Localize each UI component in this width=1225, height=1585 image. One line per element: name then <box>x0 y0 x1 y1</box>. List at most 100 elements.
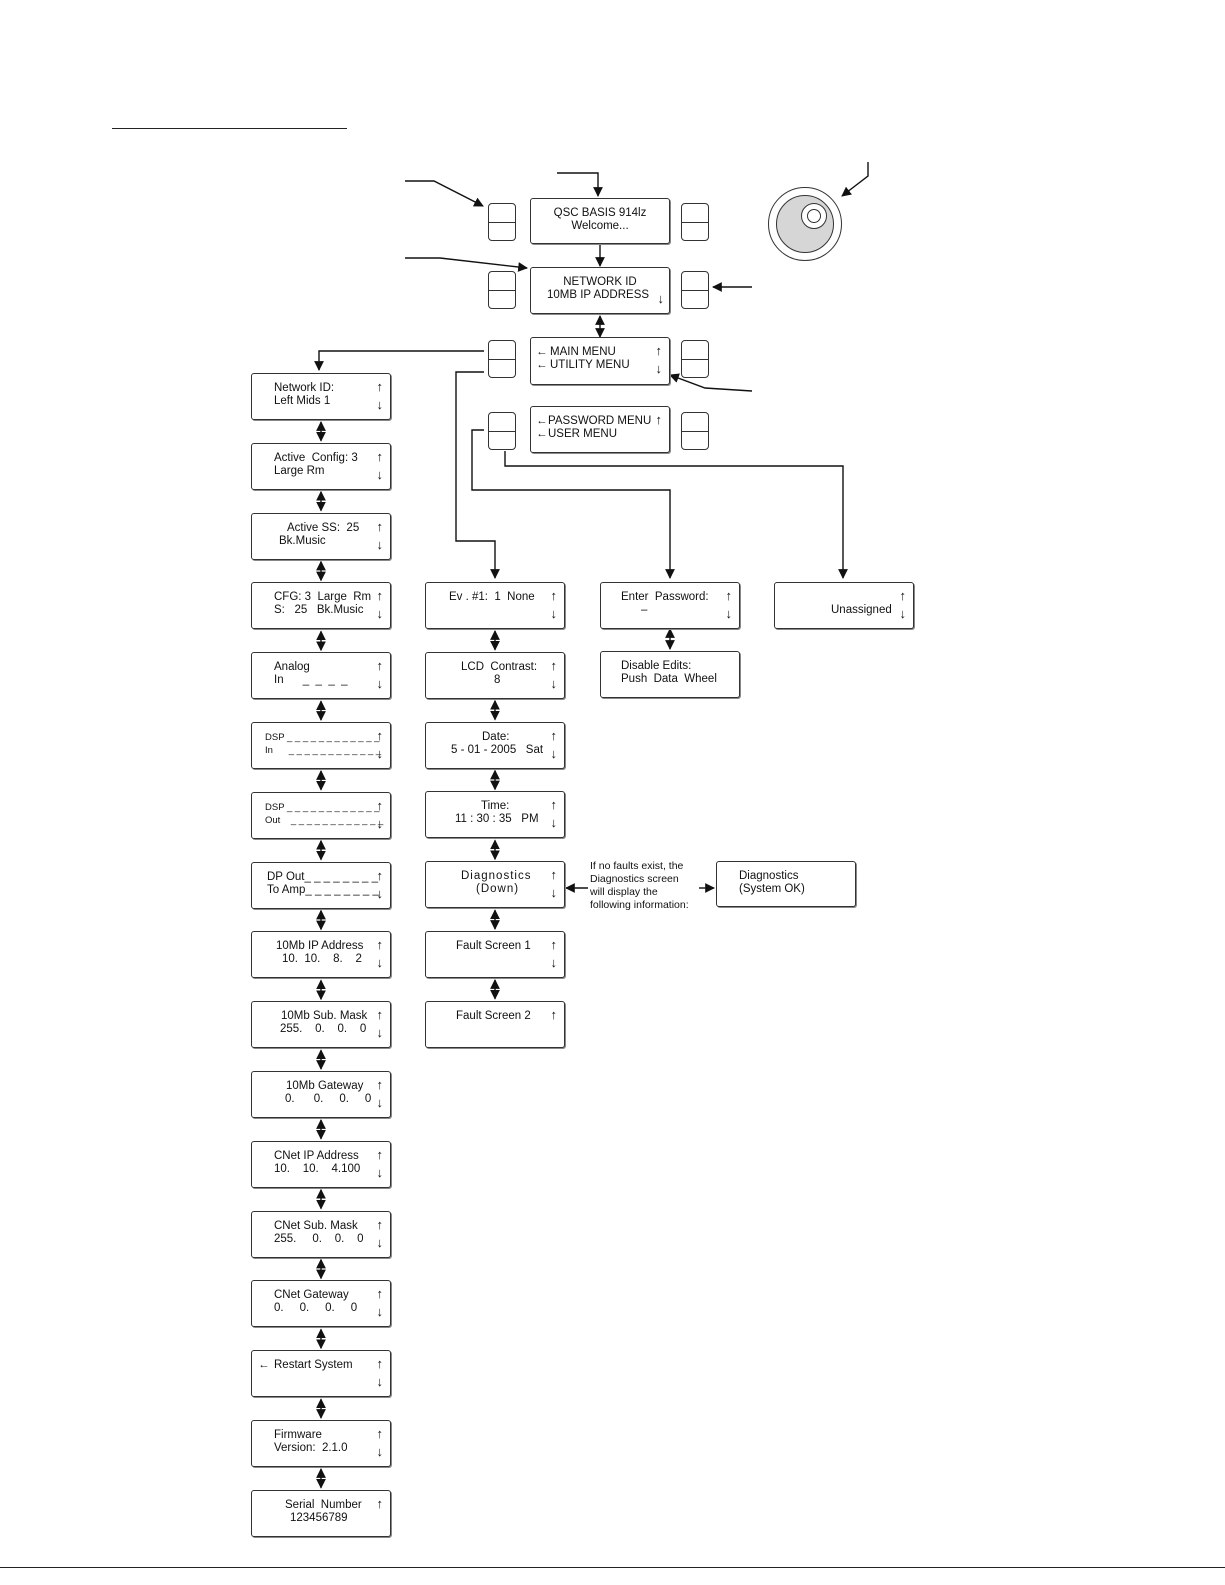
lcd-line-1: Active Config: 3 <box>274 451 358 464</box>
up-arrow-icon: ↑ <box>376 797 384 813</box>
right-soft-button[interactable] <box>681 412 709 450</box>
lcd-line-1: DSP _ _ _ _ _ _ _ _ _ _ _ _ <box>265 801 380 813</box>
up-arrow-icon: ↑ <box>655 343 663 358</box>
up-arrow-icon: ↑ <box>899 588 907 603</box>
lcd-line-1: Ev . #1: 1 None <box>449 591 535 603</box>
lcd-line-1: Diagnostics <box>739 870 799 882</box>
lcd-line-2: Welcome... <box>571 220 629 232</box>
diagnostics-note: If no faults exist, the Diagnostics scre… <box>590 860 689 911</box>
up-arrow-icon: ↑ <box>376 867 384 883</box>
lcd-line-2: 10. 10. 8. 2 <box>282 953 362 966</box>
lcd-line-2: 0. 0. 0. 0 <box>285 1093 372 1105</box>
down-arrow-icon: ↓ <box>376 1164 384 1180</box>
up-arrow-icon: ↑ <box>376 1426 384 1441</box>
lcd-line-1: CNet Gateway <box>274 1289 349 1302</box>
lcd-line-1: NETWORK ID <box>563 276 637 288</box>
up-arrow-icon: ↑ <box>376 1216 384 1232</box>
lcd-line-1: Restart System <box>274 1359 353 1372</box>
lcd-line-2: 0. 0. 0. 0 <box>274 1302 358 1315</box>
lcd-line-2: 123456789 <box>290 1511 348 1524</box>
lcd-utility-menu-screen-2: Date:5 - 01 - 2005 Sat↑↓ <box>425 721 565 769</box>
lcd-menu-screen: ← MAIN MENU ← UTILITY MENU ↑ ↓ <box>530 337 670 385</box>
down-arrow-icon: ↓ <box>376 536 384 552</box>
heading-underline <box>112 128 347 129</box>
up-arrow-icon: ↑ <box>550 797 558 813</box>
lcd-line-1: CFG: 3 Large Rm <box>274 591 372 604</box>
lcd-line-1: Fault Screen 1 <box>456 940 531 952</box>
lcd-line-2: 255. 0. 0. 0 <box>280 1023 367 1036</box>
lcd-line-1: Disable Edits: <box>621 660 692 672</box>
down-arrow-icon: ↓ <box>550 815 558 831</box>
down-arrow-icon: ↓ <box>550 745 558 761</box>
lcd-line-2: Unassigned <box>831 604 892 616</box>
data-wheel-knob-icon[interactable] <box>768 187 842 261</box>
lcd-main-menu-screen-6: DSP _ _ _ _ _ _ _ _ _ _ _ _Out _ _ _ _ _… <box>251 791 391 839</box>
right-soft-button[interactable] <box>681 340 709 378</box>
lcd-line-1: QSC BASIS 914lz <box>553 207 647 219</box>
lcd-line-1: CNet Sub. Mask <box>274 1219 358 1232</box>
up-arrow-icon: ↑ <box>376 1007 384 1023</box>
lcd-enter-password-screen: Enter Password: – ↑ ↓ <box>600 582 740 629</box>
lcd-line-2: 10MB IP ADDRESS <box>547 289 650 301</box>
lcd-network-screen: NETWORK ID 10MB IP ADDRESS ↓ <box>530 267 670 314</box>
down-arrow-icon: ↓ <box>376 606 384 622</box>
lcd-line-2: In _ _ _ _ _ _ _ _ _ _ _ _ <box>265 745 382 756</box>
up-arrow-icon: ↑ <box>376 1495 384 1511</box>
down-arrow-icon: ↓ <box>550 675 558 691</box>
up-arrow-icon: ↑ <box>550 1006 558 1022</box>
down-arrow-icon: ↓ <box>376 955 384 971</box>
lcd-line-1: Network ID: <box>274 382 335 394</box>
left-soft-button[interactable] <box>488 203 516 241</box>
lcd-line-1: DP Out_ _ _ _ _ _ _ _ <box>267 870 379 883</box>
lcd-diagnostics-ok-screen: Diagnostics (System OK) <box>716 861 856 907</box>
down-arrow-icon: ↓ <box>550 606 558 621</box>
lcd-line-2: Out _ _ _ _ _ _ _ _ _ _ _ _ <box>265 814 384 826</box>
right-soft-button[interactable] <box>681 203 709 241</box>
left-soft-button[interactable] <box>488 340 516 378</box>
left-soft-button[interactable] <box>488 412 516 450</box>
lcd-line-2: In _ _ _ _ <box>274 674 348 687</box>
lcd-utility-menu-screen-3: Time:11 : 30 : 35 PM↑↓ <box>425 791 565 839</box>
up-arrow-icon: ↑ <box>550 727 558 743</box>
lcd-line-1: Analog <box>274 661 310 674</box>
up-arrow-icon: ↑ <box>376 1356 384 1372</box>
lcd-line-1: Date: <box>482 730 510 743</box>
lcd-line-2: Large Rm <box>274 464 325 477</box>
up-arrow-icon: ↑ <box>550 867 558 883</box>
lcd-line-2: Left Mids 1 <box>274 395 331 407</box>
lcd-line-1: CNet IP Address <box>274 1149 359 1162</box>
select-arrow-icon: ← <box>258 1359 270 1372</box>
up-arrow-icon: ↑ <box>376 448 384 464</box>
right-soft-button[interactable] <box>681 271 709 309</box>
down-arrow-icon: ↓ <box>725 606 733 621</box>
left-soft-button[interactable] <box>488 271 516 309</box>
down-arrow-icon: ↓ <box>376 397 384 412</box>
down-arrow-icon: ↓ <box>376 466 384 482</box>
down-arrow-icon: ↓ <box>550 885 558 901</box>
lcd-line-2: S: 25 Bk.Music <box>274 604 364 617</box>
lcd-line-2: To Amp_ _ _ _ _ _ _ _ <box>267 883 379 896</box>
select-arrow-icon: ← <box>536 428 548 440</box>
lcd-password-user-screen: ← PASSWORD MENU ← USER MENU ↑ <box>530 406 670 453</box>
lcd-line-2: 255. 0. 0. 0 <box>274 1232 364 1245</box>
down-arrow-icon: ↓ <box>376 746 384 761</box>
lcd-line-1: Firmware <box>274 1429 322 1441</box>
lcd-line-2: 11 : 30 : 35 PM <box>455 813 539 826</box>
down-arrow-icon: ↓ <box>899 606 907 621</box>
down-arrow-icon: ↓ <box>376 1444 384 1459</box>
up-arrow-icon: ↑ <box>376 658 384 674</box>
lcd-line-2: Push Data Wheel <box>621 673 717 685</box>
up-arrow-icon: ↑ <box>655 412 663 427</box>
down-arrow-icon: ↓ <box>550 955 558 970</box>
lcd-line-1: Fault Screen 2 <box>456 1009 531 1022</box>
lcd-main-menu-screen-14: Restart System←↑↓ <box>251 1350 391 1398</box>
up-arrow-icon: ↑ <box>376 379 384 394</box>
